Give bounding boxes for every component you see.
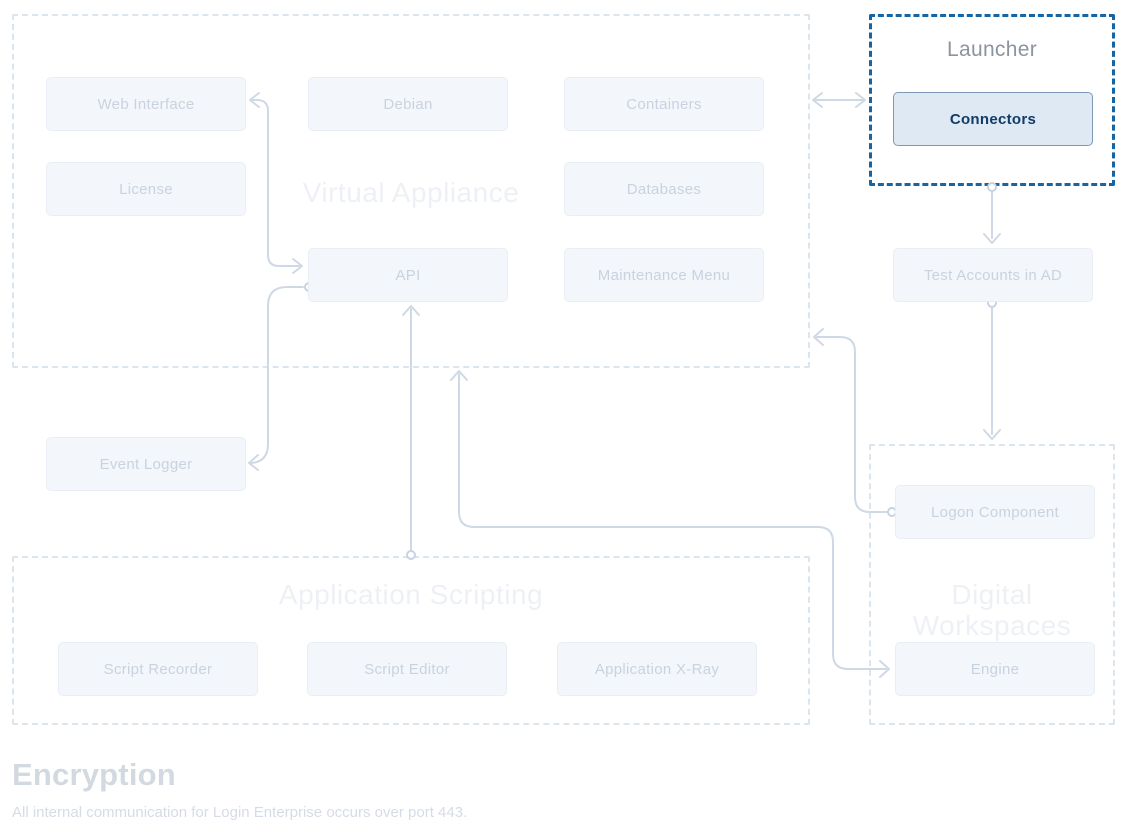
arrowhead-event-logger [248, 454, 259, 471]
node-script-recorder[interactable]: Script Recorder [58, 642, 258, 696]
node-license[interactable]: License [46, 162, 246, 216]
group-application-scripting: Application Scripting [12, 556, 810, 725]
node-application-x-ray[interactable]: Application X-Ray [557, 642, 757, 696]
node-web-interface[interactable]: Web Interface [46, 77, 246, 131]
group-title-digital-workspaces: Digital Workspaces [912, 579, 1072, 641]
group-title-launcher: Launcher [947, 38, 1037, 61]
node-connectors[interactable]: Connectors [893, 92, 1093, 146]
encryption-note: All internal communication for Login Ent… [12, 804, 468, 821]
arrowhead-virtual-appliance-right [813, 328, 824, 346]
group-title-application-scripting: Application Scripting [278, 579, 544, 610]
node-engine[interactable]: Engine [895, 642, 1095, 696]
node-debian[interactable]: Debian [308, 77, 508, 131]
encryption-heading: Encryption [12, 757, 176, 792]
node-maintenance-menu[interactable]: Maintenance Menu [564, 248, 764, 302]
arrowhead-launcher-left-in [855, 92, 866, 108]
node-logon-component[interactable]: Logon Component [895, 485, 1095, 539]
node-event-logger[interactable]: Event Logger [46, 437, 246, 491]
node-databases[interactable]: Databases [564, 162, 764, 216]
arrowhead-digital-workspaces [983, 429, 1001, 440]
node-test-accounts-in-ad[interactable]: Test Accounts in AD [893, 248, 1093, 302]
node-script-editor[interactable]: Script Editor [307, 642, 507, 696]
arrowhead-launcher-left-out [812, 92, 823, 108]
arrowhead-virtual-appliance-bottom [450, 370, 468, 381]
arrowhead-test-accounts [983, 233, 1001, 244]
node-containers[interactable]: Containers [564, 77, 764, 131]
node-api[interactable]: API [308, 248, 508, 302]
